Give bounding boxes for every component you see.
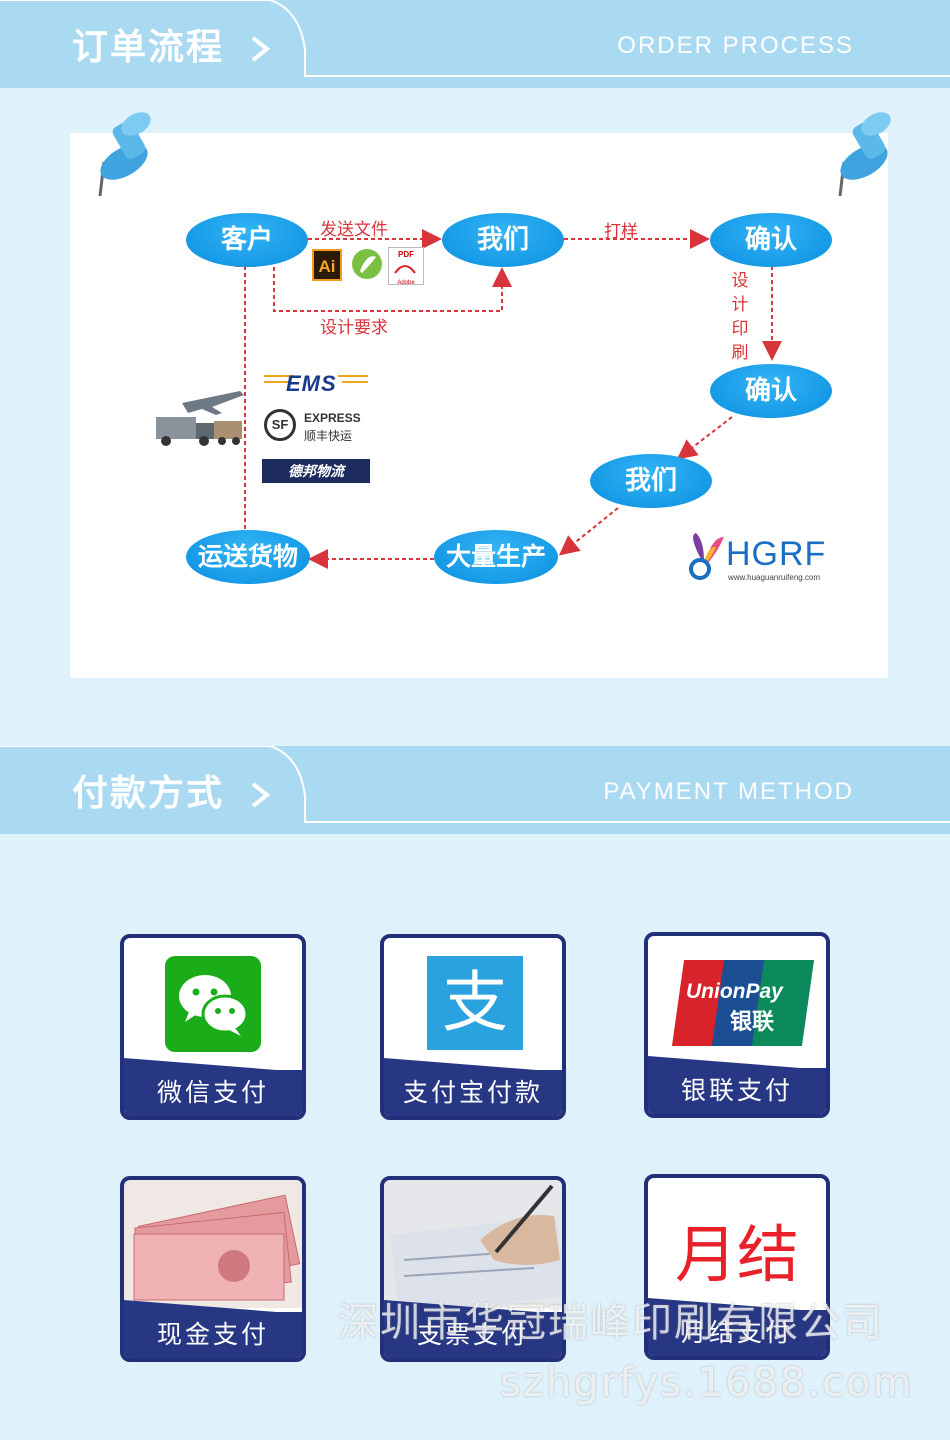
node-mass-production: 大量生产 — [434, 530, 558, 584]
sf-express-text: EXPRESS — [304, 411, 361, 425]
adobe-label: Adobe — [397, 280, 415, 286]
order-process-header: 订单流程 ORDER PROCESS — [0, 0, 950, 92]
node-us-mid: 我们 — [590, 454, 712, 508]
payment-label-alipay: 支付宝付款 — [384, 1070, 562, 1116]
unionpay-logo-text: UnionPay — [686, 980, 783, 1003]
payment-method-title: 付款方式 — [72, 764, 273, 816]
watermark-url: szhgrfys.1688.com — [500, 1360, 914, 1406]
payment-card-cheque[interactable]: 支票支付 — [380, 1176, 566, 1362]
ems-stripes-icon — [264, 375, 368, 383]
payment-label-wechat: 微信支付 — [124, 1070, 302, 1116]
deppon-logo: 德邦物流 — [262, 459, 370, 483]
label-design-requirements: 设计要求 — [320, 318, 388, 338]
ai-file-icon: Ai — [312, 249, 342, 281]
node-us-top: 我们 — [442, 213, 564, 267]
header-tab-shape — [0, 0, 950, 77]
alipay-icon: 支 — [427, 956, 523, 1050]
node-confirm-mid: 确认 — [710, 364, 832, 418]
header-bar — [0, 0, 950, 88]
order-flow-panel: 客户 我们 确认 确认 我们 大量生产 运送货物 发送文件 打样 设计要求 设计… — [70, 133, 888, 678]
cheque-photo — [384, 1180, 562, 1308]
monthly-text: 月结 — [674, 1218, 799, 1291]
hgrf-brand-url: www.huaguanruifeng.com — [728, 573, 821, 582]
pushpin-right-icon — [838, 112, 891, 197]
header-bar — [0, 746, 950, 834]
payment-card-wechat[interactable]: 微信支付 — [120, 934, 306, 1120]
ems-logo: EMS — [264, 371, 368, 396]
wechat-icon — [165, 956, 261, 1052]
hgrf-butterfly-logo-icon — [689, 533, 724, 580]
payment-card-monthly[interactable]: 月结 月结支付 — [644, 1174, 830, 1360]
unionpay-logo-cn: 银联 — [730, 1009, 775, 1034]
pdf-label: PDF — [398, 250, 414, 259]
payment-label-unionpay: 银联支付 — [648, 1068, 826, 1114]
sf-cn-text: 顺丰快运 — [304, 429, 353, 443]
order-process-title: 订单流程 — [72, 18, 273, 70]
payment-label-cash: 现金支付 — [124, 1312, 302, 1358]
node-customer: 客户 — [186, 213, 308, 267]
deppon-text: 德邦物流 — [288, 463, 344, 479]
flow-arrows — [235, 229, 782, 569]
sf-express-logo: SF EXPRESS 顺丰快运 — [264, 407, 374, 447]
label-design-print: 设计印刷 — [731, 271, 749, 363]
adobe-acrobat-icon — [394, 265, 416, 274]
sf-mark-icon: SF — [264, 409, 296, 441]
unionpay-icon: UnionPay 银联 — [671, 960, 815, 1050]
payment-method-header: 付款方式 PAYMENT METHOD — [0, 746, 950, 838]
chevron-right-icon — [251, 36, 270, 62]
hgrf-brand-name: HGRF — [726, 535, 827, 573]
payment-label-cheque: 支票支付 — [384, 1312, 562, 1358]
pdf-file-icon: PDF Adobe — [388, 247, 424, 286]
header-tab-shape — [0, 746, 950, 823]
node-ship-goods: 运送货物 — [186, 530, 310, 584]
payment-card-unionpay[interactable]: UnionPay 银联 银联支付 — [644, 932, 830, 1118]
label-proof: 打样 — [604, 222, 638, 242]
node-confirm-top: 确认 — [710, 213, 832, 267]
label-send-files: 发送文件 — [320, 220, 388, 240]
watermark-company: 深圳市华冠瑞峰印刷有限公司 — [338, 1300, 884, 1346]
coreldraw-icon — [352, 249, 382, 279]
payment-card-cash[interactable]: 现金支付 — [120, 1176, 306, 1362]
payment-card-alipay[interactable]: 支 支付宝付款 — [380, 934, 566, 1120]
payment-method-subtitle: PAYMENT METHOD — [603, 778, 854, 805]
ems-text: EMS — [286, 371, 337, 396]
logistics-truck-plane-icon — [156, 391, 244, 446]
order-process-subtitle: ORDER PROCESS — [617, 32, 854, 59]
payment-label-monthly: 月结支付 — [648, 1310, 826, 1356]
pushpin-left-icon — [98, 112, 151, 197]
cash-photo — [124, 1180, 302, 1308]
chevron-right-icon — [251, 782, 270, 808]
